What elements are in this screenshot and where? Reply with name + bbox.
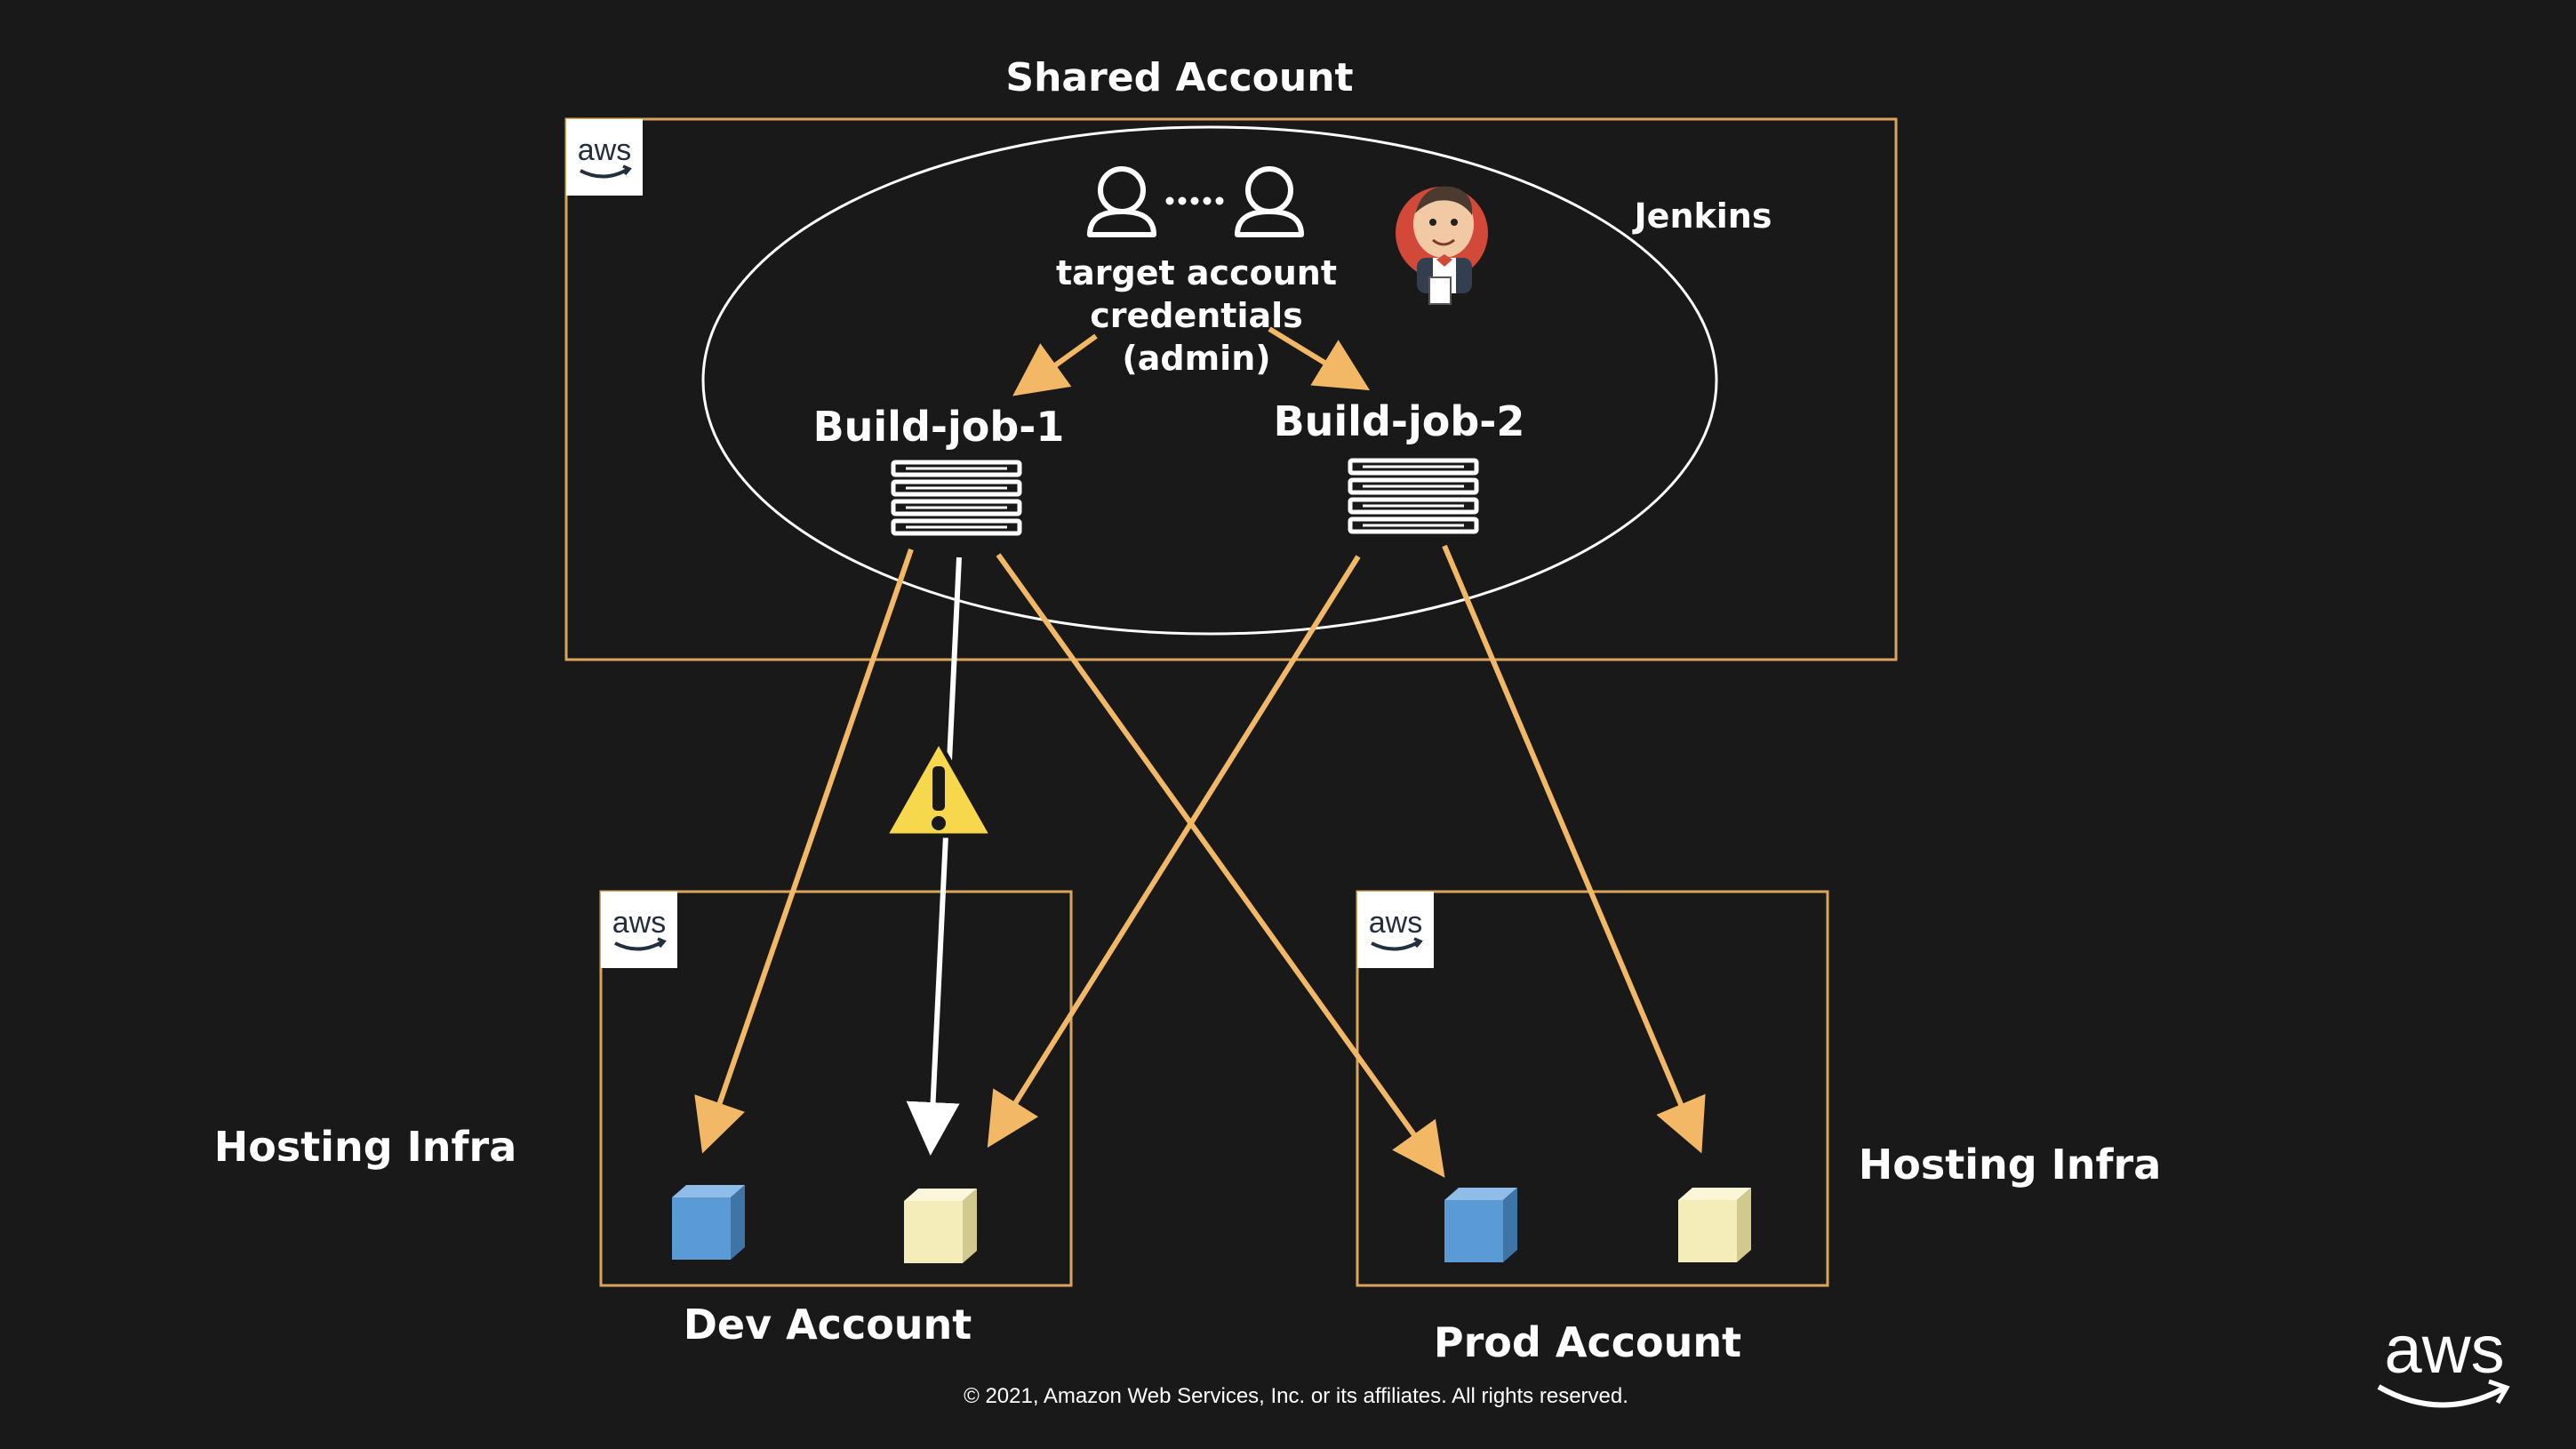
deploy-arrow-job2-prod-yellow	[1442, 544, 1706, 1154]
aws-badge-icon	[564, 117, 644, 197]
credential-arrow-job1	[1012, 333, 1098, 396]
cube-icon	[904, 1189, 977, 1263]
deploy-arrow-job1-prod-blue	[996, 553, 1445, 1178]
credentials-line-3: (admin)	[1122, 339, 1270, 378]
aws-badge-icon	[1356, 890, 1436, 970]
credential-arrow-job2	[1268, 326, 1371, 391]
dev-account-label: Dev Account	[684, 1301, 972, 1349]
credentials-line-1: target account	[1056, 253, 1337, 292]
cube-icon	[1444, 1188, 1517, 1262]
aws-badge-icon	[599, 890, 679, 970]
shared-account-box	[564, 117, 1898, 661]
deploy-arrow-job2-dev-yellow	[987, 555, 1361, 1149]
deploy-arrow-job1-dev-blue	[694, 548, 914, 1154]
aws-logo-icon: aws	[2377, 1312, 2510, 1408]
shared-account-title: Shared Account	[1005, 55, 1353, 100]
cube-icon	[1678, 1188, 1751, 1262]
server-icon	[1350, 460, 1476, 532]
jenkins-label: Jenkins	[1632, 196, 1772, 236]
jenkins-icon	[1396, 186, 1488, 305]
dev-account-box	[599, 890, 1073, 1287]
user-icon	[1090, 169, 1154, 235]
hosting-infra-right-label: Hosting Infra	[1859, 1141, 2162, 1189]
prod-account-label: Prod Account	[1434, 1318, 1741, 1366]
dots-connector	[1165, 196, 1224, 205]
jenkins-ellipse	[701, 125, 1718, 636]
credentials-line-2: credentials	[1090, 296, 1303, 335]
svg-text:aws: aws	[2384, 1312, 2504, 1388]
build-job-2-label: Build-job-2	[1274, 397, 1525, 445]
server-icon	[893, 462, 1020, 533]
cube-icon	[672, 1185, 745, 1260]
copyright-text: © 2021, Amazon Web Services, Inc. or its…	[964, 1384, 1628, 1408]
build-job-1-label: Build-job-1	[813, 403, 1065, 451]
hosting-infra-left-label: Hosting Infra	[214, 1123, 517, 1171]
deploy-arrow-job1-dev-yellow	[906, 556, 962, 1156]
warning-icon	[883, 739, 995, 838]
user-icon	[1237, 169, 1301, 235]
